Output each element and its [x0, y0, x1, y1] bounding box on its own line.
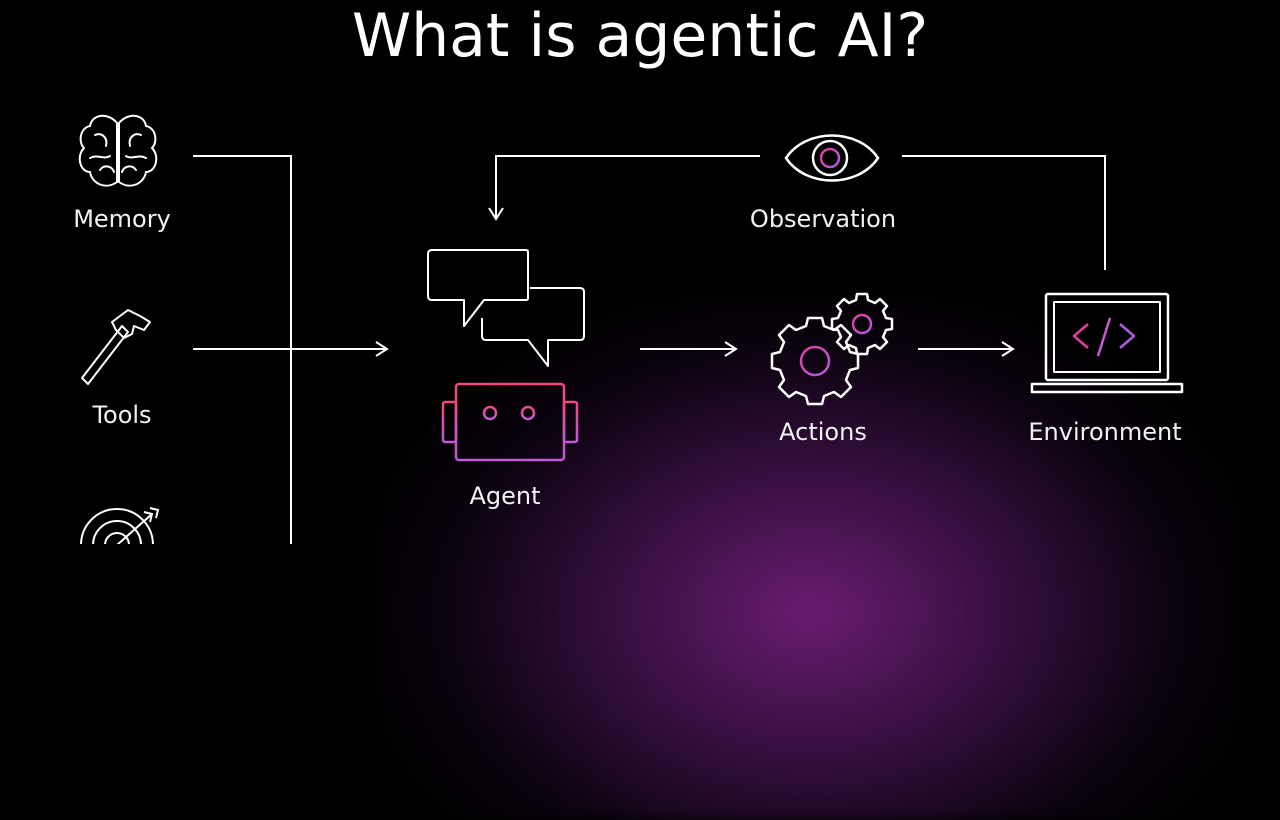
- robot-icon: [441, 382, 579, 462]
- connector-lines: [193, 155, 1106, 544]
- chat-bubbles-icon: [427, 249, 585, 367]
- target-icon: [80, 507, 160, 544]
- hammer-icon: [81, 309, 151, 385]
- actions-arrowhead: [724, 341, 738, 357]
- memory-connector: [193, 155, 292, 544]
- page-title: What is agentic AI?: [351, 1, 929, 71]
- gears-icon: [770, 292, 894, 406]
- environment-label: Environment: [1028, 418, 1182, 446]
- agentic-diagram: [78, 114, 1184, 544]
- tools-label: Tools: [92, 401, 152, 429]
- laptop-code-icon: [1030, 292, 1184, 394]
- agent-arrowhead-left: [375, 341, 389, 357]
- memory-label: Memory: [73, 205, 171, 233]
- observation-to-agent-line: [495, 155, 760, 218]
- eye-icon: [784, 134, 880, 182]
- actions-label: Actions: [779, 418, 867, 446]
- environment-to-observation-line: [902, 155, 1106, 270]
- agent-label: Agent: [469, 482, 541, 510]
- observation-arrowhead: [488, 207, 504, 221]
- brain-icon: [78, 114, 158, 187]
- observation-label: Observation: [749, 205, 897, 233]
- environment-arrowhead: [1001, 341, 1015, 357]
